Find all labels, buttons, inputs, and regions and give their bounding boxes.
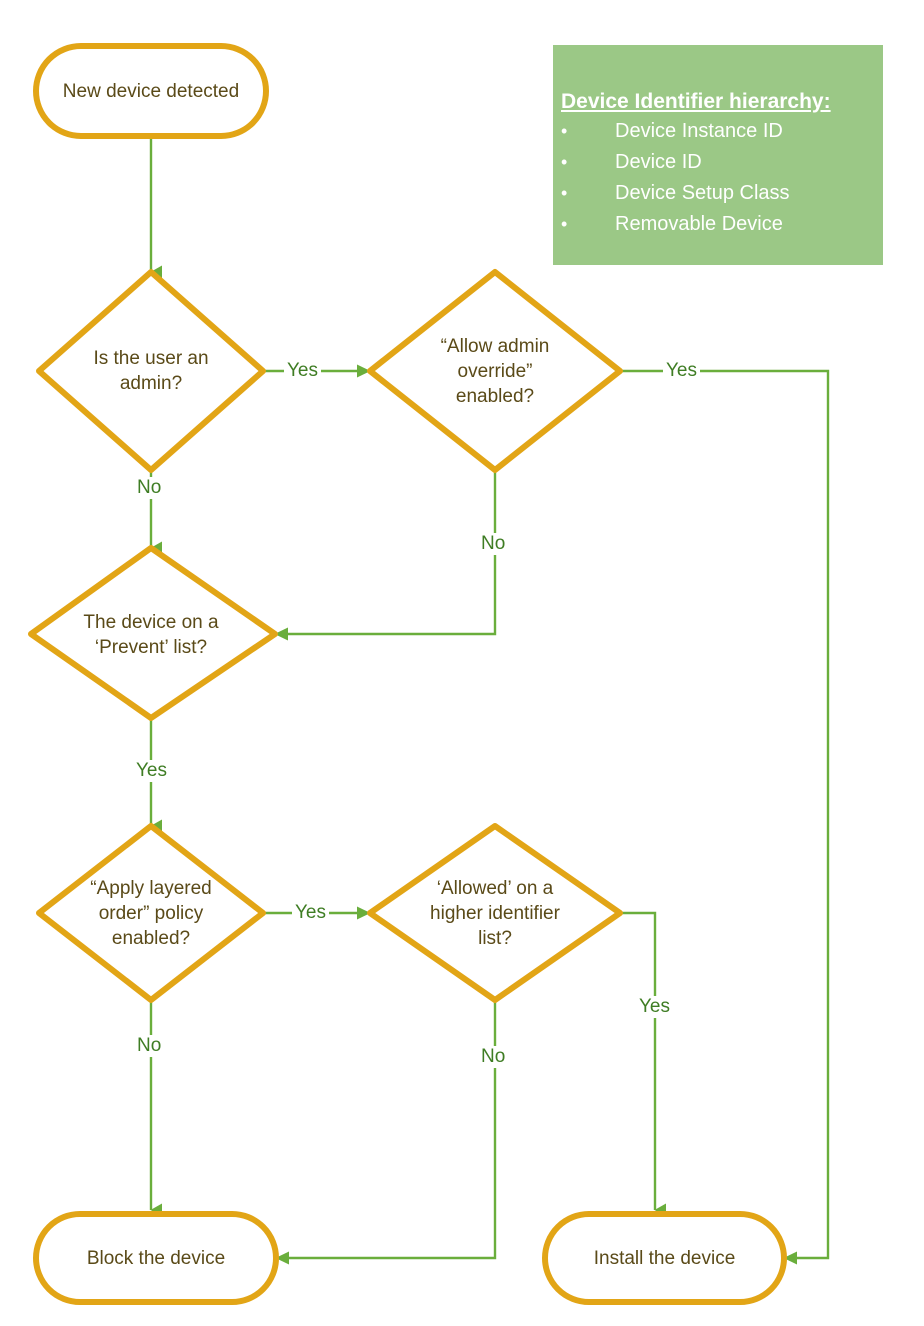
legend-item-label: Device Instance ID <box>615 120 783 142</box>
edge-label-layered-order-no: No <box>134 1035 165 1057</box>
legend-list: • Device Instance ID • Device ID • Devic… <box>553 116 883 240</box>
edge-label-prevent-list-yes: Yes <box>133 760 170 782</box>
edge-label-admin-override-no: No <box>478 533 509 555</box>
edge-label-is-admin-yes: Yes <box>284 360 321 382</box>
node-is-admin[interactable] <box>36 269 266 473</box>
node-layer <box>28 43 787 1305</box>
node-prevent-list[interactable] <box>28 545 278 721</box>
node-start[interactable] <box>33 43 269 139</box>
edge-admin-override-no <box>274 470 497 641</box>
edge-allowed-higher-no <box>275 1000 497 1265</box>
bullet-icon: • <box>561 183 568 203</box>
legend-panel: Device Identifier hierarchy: • Device In… <box>553 45 883 265</box>
legend-list-item: • Device ID <box>553 147 883 178</box>
edge-allowed-higher-yes <box>620 911 666 1217</box>
edge-label-admin-override-yes: Yes <box>663 360 700 382</box>
legend-list-item: • Device Setup Class <box>553 178 883 209</box>
node-install[interactable] <box>542 1211 787 1305</box>
legend-list-item: • Removable Device <box>553 209 883 240</box>
bullet-icon: • <box>561 121 568 141</box>
edge-label-allowed-higher-no: No <box>478 1046 509 1068</box>
legend-item-label: Device Setup Class <box>615 182 790 204</box>
edge-label-layered-order-yes: Yes <box>292 902 329 924</box>
node-admin-override[interactable] <box>367 269 623 473</box>
bullet-icon: • <box>561 214 568 234</box>
node-allowed-higher[interactable] <box>367 823 623 1003</box>
node-layered-order[interactable] <box>36 823 266 1003</box>
node-block[interactable] <box>33 1211 279 1305</box>
legend-item-label: Device ID <box>615 151 702 173</box>
legend-list-item: • Device Instance ID <box>553 116 883 147</box>
edge-label-is-admin-no: No <box>134 477 165 499</box>
edge-admin-override-yes <box>620 369 830 1265</box>
legend-item-label: Removable Device <box>615 213 783 235</box>
bullet-icon: • <box>561 152 568 172</box>
edge-label-allowed-higher-yes: Yes <box>636 996 673 1018</box>
legend-title: Device Identifier hierarchy: <box>561 90 831 113</box>
